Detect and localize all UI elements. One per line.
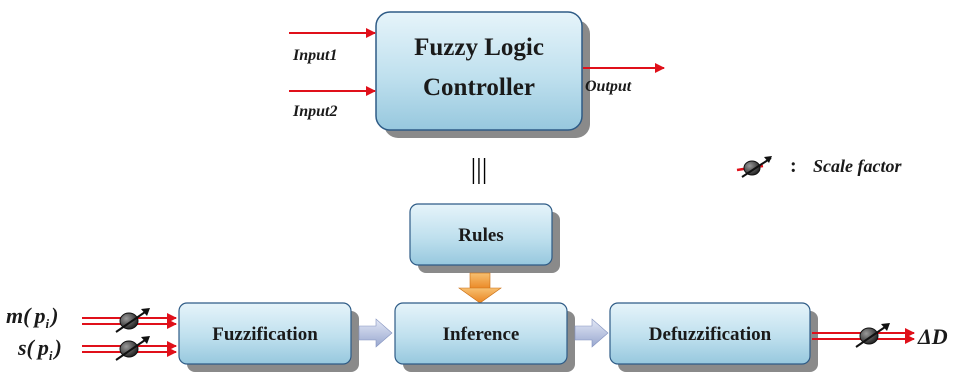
input-s-var: p: [36, 335, 49, 360]
flc-input2: Input2: [289, 86, 376, 120]
rules-to-inference-arrow: [458, 272, 502, 304]
flc-title-line2: Controller: [423, 74, 535, 101]
input2-label: Input2: [292, 103, 337, 120]
input-s-prefix: s(: [17, 335, 36, 360]
inference-label: Inference: [443, 324, 520, 345]
defuzzification-label: Defuzzification: [649, 324, 772, 345]
input-s-suffix: ): [53, 335, 62, 360]
input-s-sub: i: [49, 348, 53, 363]
rules-label: Rules: [458, 225, 503, 246]
input-m-sub: i: [45, 316, 49, 331]
inference-block: Inference: [394, 302, 575, 372]
input-s-label: s(pi): [17, 335, 62, 363]
scale-factor-icon: [736, 156, 772, 178]
legend-scale-factor: : Scale factor: [736, 155, 902, 178]
flc-input1: Input1: [289, 28, 376, 64]
input-m-suffix: ): [49, 303, 58, 328]
input-s-scale-factor-icon: [115, 336, 150, 361]
fuzzification-to-inference-arrow: [358, 318, 393, 348]
rules-block: Rules: [409, 203, 560, 273]
input-s: s(pi): [17, 335, 177, 363]
input1-label: Input1: [292, 47, 337, 64]
legend-separator: :: [790, 155, 797, 177]
inference-box: [394, 302, 568, 365]
equivalence-symbol: |||: [471, 154, 488, 185]
output-delta-d: ΔD: [812, 323, 948, 349]
input-m-prefix: m(: [6, 303, 32, 328]
inference-to-defuzzification-arrow: [574, 318, 609, 348]
input-m-var: p: [32, 303, 45, 328]
input-m-scale-factor-icon: [115, 308, 150, 333]
defuzzification-box: [609, 302, 811, 365]
defuzzification-block: Defuzzification: [609, 302, 818, 372]
output-label: Output: [585, 78, 632, 95]
flc-block: Fuzzy Logic Controller: [375, 11, 590, 138]
legend-label: Scale factor: [813, 156, 902, 176]
rules-box: [409, 203, 553, 266]
flc-box: [375, 11, 583, 131]
fuzzification-box: [178, 302, 352, 365]
input-m: m(pi): [6, 303, 177, 333]
fuzzification-label: Fuzzification: [212, 324, 318, 345]
output-scale-factor-icon: [855, 323, 890, 348]
input-m-label: m(pi): [6, 303, 58, 331]
flc-title-line1: Fuzzy Logic: [414, 34, 544, 61]
flc-output: Output: [583, 63, 665, 95]
fuzzification-block: Fuzzification: [178, 302, 359, 372]
output-delta-d-label: ΔD: [917, 324, 948, 349]
